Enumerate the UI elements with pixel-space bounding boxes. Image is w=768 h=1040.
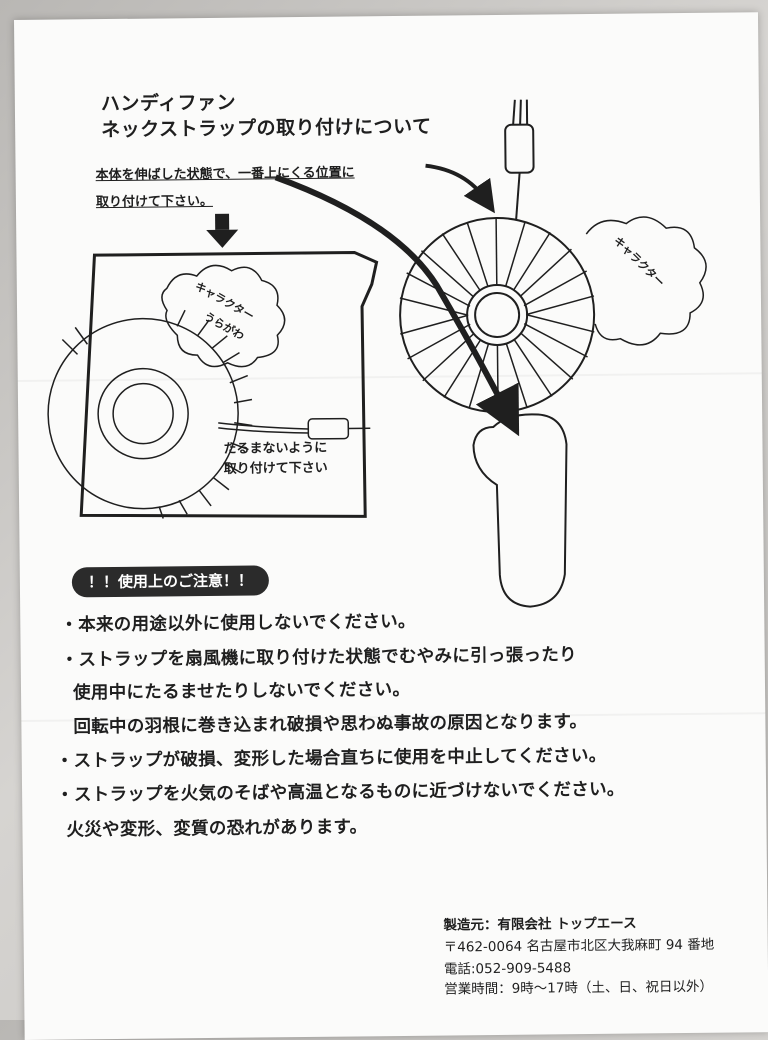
down-arrow-icon [206,213,239,248]
character-cloud [585,216,707,346]
maker-name: 製造元：有限会社 トップエース [443,915,637,934]
rear-fan-detail [47,309,253,519]
caution-line: 火災や変形、変質の恐れがあります。 [66,817,368,841]
caution-line: 使用中にたるませたりしないでください。 [72,679,411,704]
detail-frame [79,250,379,518]
strap-top [504,99,535,220]
character-back-cloud [161,264,286,368]
main-fan [399,216,596,413]
maker-address: 〒462-0064 名古屋市北区大我麻町 94 番地 [443,936,715,956]
caution-line: ・ストラップを火気のそばや高温となるものに近づけないでください。 [56,779,625,806]
caution-line: 回転中の羽根に巻き込まれ破損や思わぬ事故の原因となります。 [73,712,588,738]
fan-handle [472,413,568,608]
caution-heading: ！！使用上のご注意！！ [71,565,270,598]
maker-hours: 営業時間：9時〜17時（土、日、祝日以外） [444,978,714,998]
pointer-arrow-top [425,163,495,214]
tension-note-line-2: 取り付けて下さい [223,460,328,477]
pointer-arrow-main [274,174,520,437]
strap-detail [218,417,371,440]
tension-note-line-1: たるまないように [223,440,328,457]
caution-line: ・ストラップを扇風機に取り付けた状態でむやみに引っ張ったり [60,645,577,671]
caution-line: ・ストラップが破損、変形した場合直ちに使用を中止してください。 [55,745,607,772]
caution-line: ・本来の用途以外に使用しないでください。 [60,611,416,636]
fan-illustration [47,99,707,608]
instruction-sheet: ハンディファン ネックストラップの取り付けについて 本体を伸ばした状態で、一番上… [14,12,768,1040]
maker-phone: 電話:052-909-5488 [443,960,572,978]
